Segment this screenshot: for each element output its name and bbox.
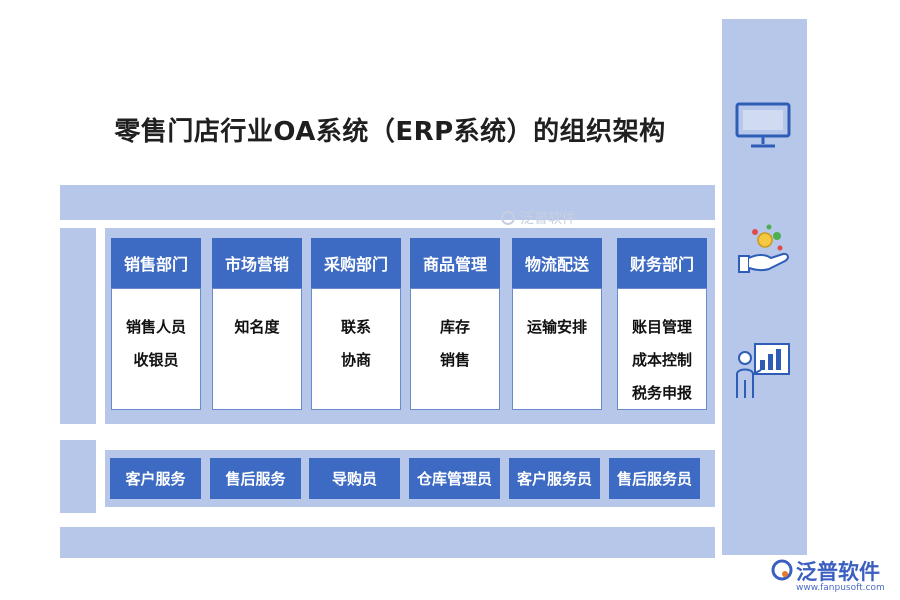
role-item: 协商: [340, 351, 371, 369]
role-item: 成本控制: [631, 351, 692, 369]
role-item: 税务申报: [631, 384, 692, 402]
role-item: 运输安排: [526, 318, 587, 336]
top-bar: [60, 185, 715, 220]
department-header: 市场营销: [212, 238, 302, 288]
department-header: 商品管理: [410, 238, 500, 288]
brand-logo: 泛普软件 www.fanpusoft.com: [770, 556, 895, 596]
department-roles-box: 库存 销售: [410, 288, 500, 410]
role-item: 收银员: [133, 351, 179, 369]
left-bar-upper: [60, 228, 96, 424]
department-header: 财务部门: [617, 238, 707, 288]
watermark-text: 泛普软件: [520, 211, 576, 227]
watermark-logo-icon: [501, 211, 515, 225]
department-roles-box: 销售人员 收银员: [111, 288, 201, 410]
role-item: 销售人员: [125, 318, 186, 336]
department-roles-box: 账目管理 成本控制 税务申报: [617, 288, 707, 410]
department-header: 销售部门: [111, 238, 201, 288]
service-role-box: 客户服务: [110, 458, 201, 499]
service-role-box: 售后服务: [210, 458, 301, 499]
department-roles-box: 运输安排: [512, 288, 602, 410]
left-bar-lower: [60, 440, 96, 513]
role-item: 销售: [439, 351, 470, 369]
page-title: 零售门店行业OA系统（ERP系统）的组织架构: [114, 117, 666, 147]
role-item: 账目管理: [631, 318, 692, 336]
service-role-box: 仓库管理员: [409, 458, 500, 499]
watermark: 泛普软件: [500, 208, 576, 228]
service-role-box: 导购员: [309, 458, 400, 499]
logo-url: www.fanpusoft.com: [796, 583, 885, 593]
monitor-icon: [735, 102, 791, 148]
service-role-box: 售后服务员: [609, 458, 700, 499]
department-header: 物流配送: [512, 238, 602, 288]
role-item: 联系: [340, 318, 371, 336]
presenter-chart-icon: [736, 343, 790, 398]
logo-mark-icon: [771, 559, 793, 581]
department-roles-box: 知名度: [212, 288, 302, 410]
role-item: 知名度: [234, 318, 280, 336]
service-role-box: 客户服务员: [509, 458, 600, 499]
bottom-bar: [60, 527, 715, 558]
coins-hand-icon: [738, 224, 789, 273]
role-item: 库存: [439, 318, 470, 336]
department-roles-box: 联系 协商: [311, 288, 401, 410]
department-header: 采购部门: [311, 238, 401, 288]
logo-name: 泛普软件: [796, 560, 880, 584]
